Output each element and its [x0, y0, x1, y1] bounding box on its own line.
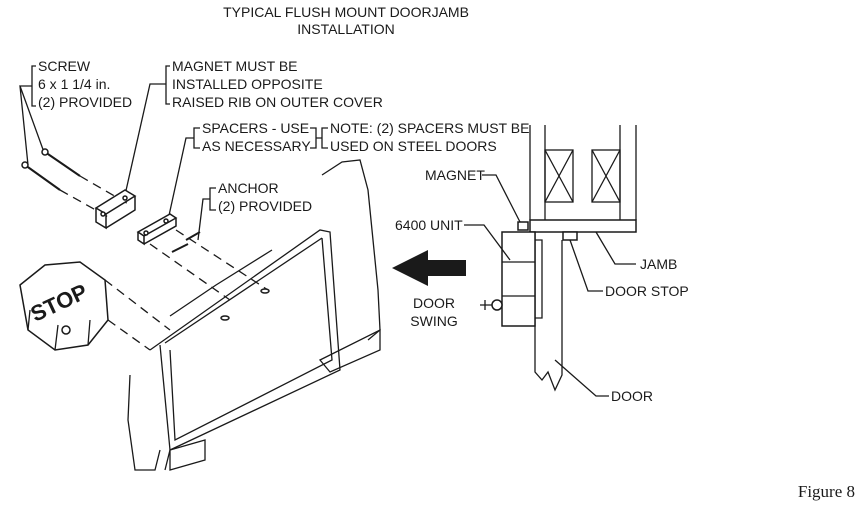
anchors [171, 231, 201, 253]
title-line-1: TYPICAL FLUSH MOUNT DOORJAMB [223, 4, 469, 20]
label-text: SPACERS - USE [202, 120, 309, 136]
label-text: SCREW [38, 58, 91, 74]
spacer [136, 213, 269, 301]
door-label: DOOR [611, 388, 653, 404]
unit-6400 [480, 231, 543, 327]
magnet-part [517, 221, 529, 231]
label-text: NOTE: (2) SPACERS MUST BE [330, 120, 529, 136]
jamb-label: JAMB [640, 256, 677, 272]
door-stop-label: DOOR STOP [605, 283, 689, 299]
label-text: (2) PROVIDED [218, 198, 312, 214]
jamb-assembly [517, 125, 637, 392]
title-line-2: INSTALLATION [297, 21, 395, 37]
unit-label: 6400 UNIT [395, 217, 463, 233]
spacers-callout: SPACERS - USE AS NECESSARY NOTE: (2) SPA… [167, 120, 529, 221]
label-text: 6 x 1 1/4 in. [38, 76, 110, 92]
label-text: ANCHOR [218, 180, 279, 196]
anchor-callout: ANCHOR (2) PROVIDED [197, 180, 312, 241]
screw-callout: SCREW 6 x 1 1/4 in. (2) PROVIDED [19, 58, 132, 166]
label-text: (2) PROVIDED [38, 94, 132, 110]
door-swing-label-2: SWING [410, 313, 457, 329]
label-text: AS NECESSARY [202, 138, 311, 154]
label-text: RAISED RIB ON OUTER COVER [172, 94, 383, 110]
stop-sign: STOP [19, 261, 171, 351]
door-swing-label-1: DOOR [413, 295, 455, 311]
magnet-note-callout: MAGNET MUST BE INSTALLED OPPOSITE RAISED… [124, 58, 383, 196]
door-frame [127, 159, 381, 471]
label-text: MAGNET MUST BE [172, 58, 298, 74]
label-text: USED ON STEEL DOORS [330, 138, 497, 154]
door-swing-arrow [392, 250, 466, 286]
label-text: INSTALLED OPPOSITE [172, 76, 323, 92]
figure-caption: Figure 8 [798, 482, 855, 501]
magnet-block [94, 189, 137, 230]
magnet-label: MAGNET [425, 167, 485, 183]
